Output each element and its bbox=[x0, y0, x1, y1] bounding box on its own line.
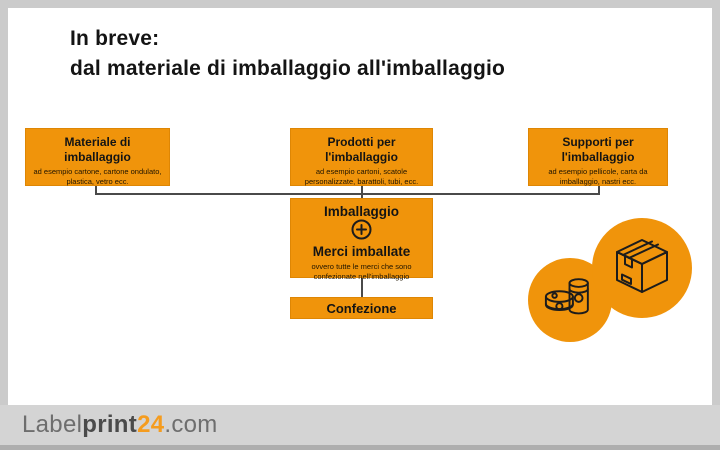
bottom-edge-strip bbox=[0, 445, 720, 450]
box-subtitle: ovvero tutte le merci che sono confezion… bbox=[311, 262, 412, 281]
connector-right-vertical bbox=[598, 186, 600, 194]
box-title: imballaggio bbox=[64, 150, 131, 164]
box-supporti-per-imballaggio: Supporti per l'imballaggio ad esempio pe… bbox=[528, 128, 668, 186]
logo-part-label: Label bbox=[22, 411, 83, 438]
logo-part-24: 24 bbox=[137, 411, 165, 438]
footer-band: Labelprint24.com bbox=[0, 405, 720, 445]
plus-icon bbox=[351, 219, 372, 245]
box-title: Materiale di bbox=[64, 135, 131, 149]
box-subtitle: ad esempio cartone, cartone ondulato, pl… bbox=[33, 167, 162, 186]
connector-middle-vertical bbox=[361, 186, 363, 198]
box-title: Imballaggio bbox=[323, 204, 399, 219]
box-title: l'imballaggio bbox=[325, 150, 398, 164]
box-title: Supporti per bbox=[562, 135, 634, 149]
carton-box-icon bbox=[610, 236, 674, 301]
connector-left-vertical bbox=[95, 186, 97, 194]
page-title-line1: In breve: bbox=[70, 27, 160, 50]
box-subtitle: ad esempio cartoni, scatole personalizza… bbox=[304, 167, 419, 186]
page-title-line2: dal materiale di imballaggio all'imballa… bbox=[70, 57, 506, 80]
page-title: In breve: dal materiale di imballaggio a… bbox=[70, 24, 505, 84]
box-title: Prodotti per bbox=[327, 135, 396, 149]
box-confezione: Confezione bbox=[290, 297, 433, 319]
box-imballaggio-merci-imballate: Imballaggio Merci imballate ovvero tutte… bbox=[290, 198, 433, 281]
box-materiale-di-imballaggio: Materiale di imballaggio ad esempio cart… bbox=[25, 128, 170, 186]
tin-cans-icon bbox=[543, 274, 597, 327]
logo-part-com: .com bbox=[164, 411, 218, 438]
connector-horizontal bbox=[95, 193, 600, 195]
box-title: Confezione bbox=[326, 300, 397, 316]
box-title: l'imballaggio bbox=[561, 150, 635, 164]
labelprint24-logo: Labelprint24.com bbox=[22, 411, 218, 439]
logo-part-print: print bbox=[82, 411, 138, 438]
connector-confezione-vertical bbox=[361, 278, 363, 297]
box-title: Merci imballate bbox=[312, 244, 411, 259]
box-subtitle: ad esempio pellicole, carta da imballagg… bbox=[548, 167, 648, 186]
slide-card: In breve: dal materiale di imballaggio a… bbox=[8, 8, 712, 405]
illustration-circle-large bbox=[592, 218, 692, 318]
box-prodotti-per-imballaggio: Prodotti per l'imballaggio ad esempio ca… bbox=[290, 128, 433, 186]
